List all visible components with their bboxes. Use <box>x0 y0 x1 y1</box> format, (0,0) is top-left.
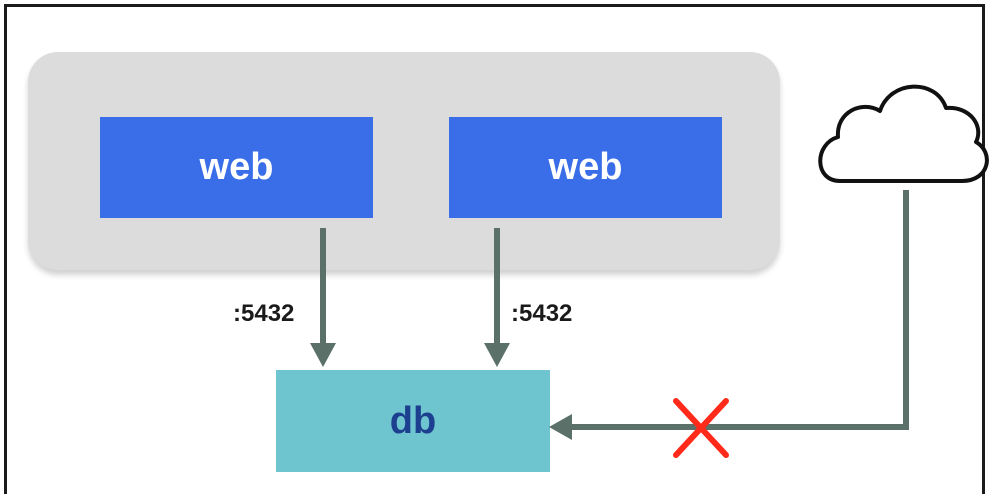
web-node-left: web <box>100 117 373 218</box>
port-label-left: :5432 <box>233 300 295 327</box>
arrow-web-right-to-db <box>484 228 510 367</box>
web-node-right: web <box>449 117 722 218</box>
port-label-right: :5432 <box>511 300 573 327</box>
diagram-frame <box>4 4 985 494</box>
db-node: db <box>276 370 550 472</box>
cross-icon <box>673 398 729 458</box>
cloud-icon <box>818 84 989 183</box>
arrow-web-left-to-db <box>310 228 336 367</box>
arrow-cloud-to-db <box>549 190 909 440</box>
